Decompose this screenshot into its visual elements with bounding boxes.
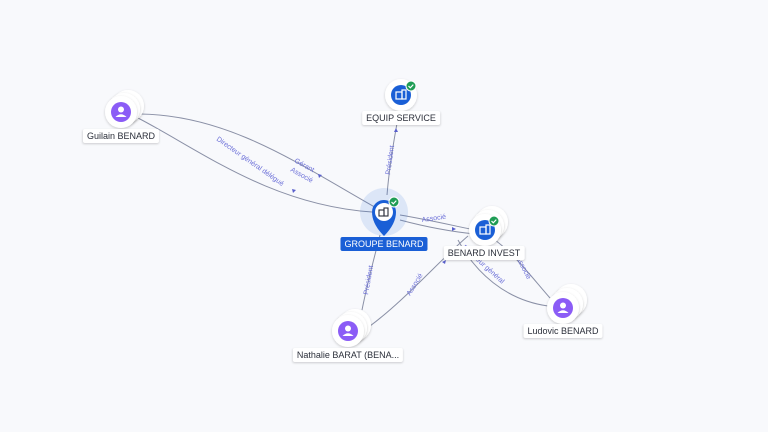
- node-label-benard-invest[interactable]: BENARD INVEST: [443, 246, 525, 260]
- node-label-groupe[interactable]: GROUPE BENARD: [340, 237, 428, 251]
- edge-label-associe-nathalie: Associé: [406, 272, 425, 297]
- edge-nathalie-invest[interactable]: [369, 235, 469, 327]
- person-icon: [557, 302, 569, 313]
- node-label-guilain[interactable]: Guilain BENARD: [82, 129, 160, 143]
- building-icon: [378, 207, 389, 217]
- check-icon: [408, 84, 414, 89]
- arrow-icon: [292, 189, 296, 193]
- verified-icon: [488, 215, 500, 227]
- building-icon: [395, 89, 407, 100]
- edge-label-associe-invest: Associé: [421, 214, 446, 224]
- edge-ludovic-invest-associe[interactable]: [494, 239, 551, 299]
- edge-label-president-groupe: Président: [363, 265, 375, 295]
- edge-label-dgd: Directeur général délégué: [215, 136, 285, 188]
- node-label-nathalie[interactable]: Nathalie BARAT (BENA...: [292, 348, 404, 362]
- person-icon: [342, 325, 354, 336]
- node-guilain[interactable]: [105, 90, 144, 128]
- edge-guilain-groupe-gerant[interactable]: [139, 113, 381, 211]
- edge-groupe-invest-2[interactable]: [399, 219, 476, 235]
- node-equip[interactable]: [385, 79, 417, 111]
- node-groupe[interactable]: [360, 188, 408, 236]
- arrow-icon: [442, 260, 446, 264]
- edge-guilain-groupe-dgd[interactable]: [137, 117, 373, 213]
- node-benard-invest[interactable]: [469, 206, 508, 246]
- check-icon: [491, 219, 497, 224]
- arrow-icon: [318, 174, 322, 178]
- arrow-icon: [452, 227, 456, 231]
- edge-label-president-equip: Président: [385, 145, 396, 175]
- node-ludovic[interactable]: [547, 284, 587, 324]
- building-icon: [479, 224, 491, 235]
- edge-groupe-equip[interactable]: [386, 117, 399, 196]
- person-icon: [115, 106, 127, 117]
- node-label-ludovic[interactable]: Ludovic BENARD: [523, 324, 603, 338]
- arrow-icon: [394, 128, 398, 132]
- verified-icon: [388, 196, 400, 208]
- node-nathalie[interactable]: [332, 309, 371, 347]
- verified-icon: [405, 80, 417, 92]
- node-label-equip[interactable]: EQUIP SERVICE: [362, 111, 440, 125]
- check-icon: [391, 200, 397, 205]
